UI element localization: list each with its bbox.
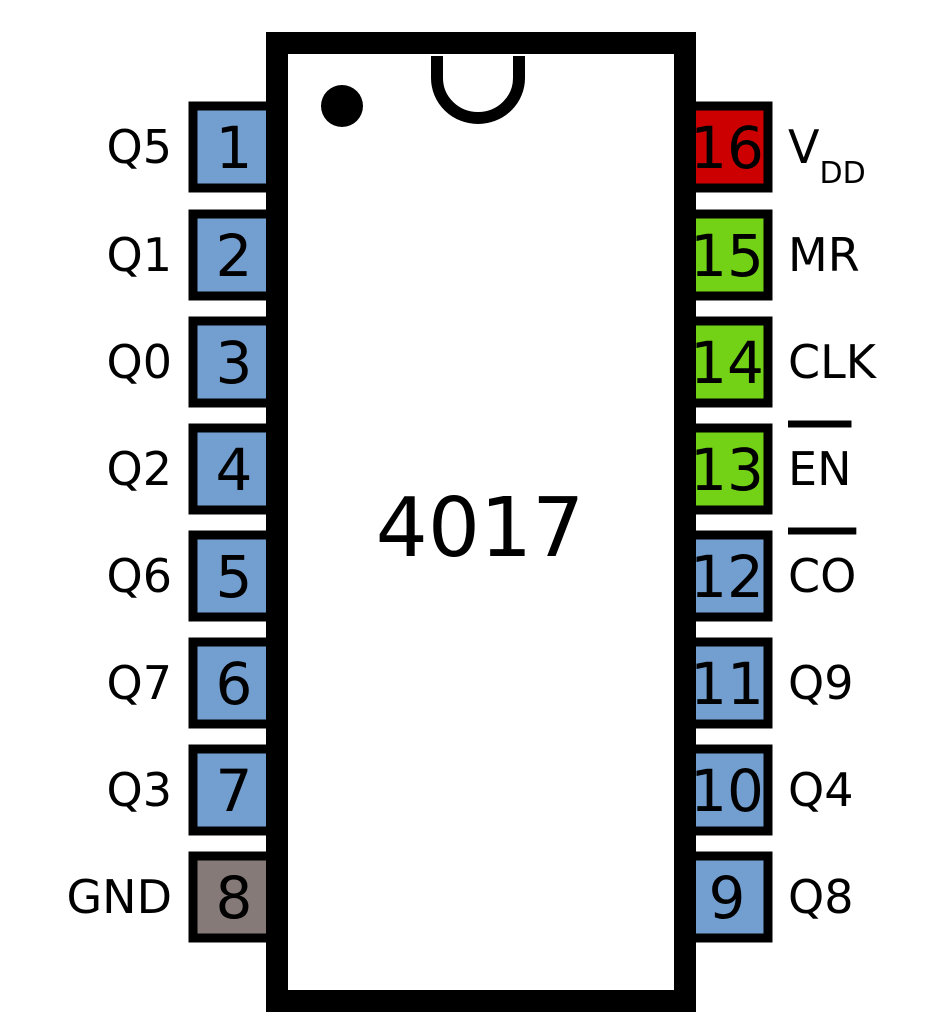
- pin-14-pad: [681, 316, 773, 408]
- pin-11: 11: [681, 637, 773, 729]
- pin-16-number: 16: [690, 114, 764, 182]
- pin-5-label: Q6: [107, 549, 172, 603]
- pin-8-label: GND: [67, 870, 172, 924]
- pin-16-label: VDD: [788, 120, 866, 191]
- pin-3-pad: [188, 316, 280, 408]
- pin-9-number: 9: [709, 864, 746, 932]
- pin-9-label: Q8: [788, 870, 853, 924]
- pin-13-label: EN: [788, 442, 851, 496]
- pin-6-label-text: Q7: [107, 656, 172, 710]
- pin-13-label-text: EN: [788, 442, 851, 496]
- pin-15: 15: [681, 209, 773, 301]
- pin-12-pad: [681, 530, 773, 622]
- pin-8-number: 8: [216, 864, 253, 932]
- pin-3: 3: [188, 316, 280, 408]
- pin-12-number: 12: [690, 543, 764, 611]
- pin-13-pad: [681, 423, 773, 515]
- pin-4: 4: [188, 423, 280, 515]
- left-pin-column: 1 2 3 4 5 6 7 8: [188, 101, 280, 943]
- pin-1-pad: [188, 101, 280, 193]
- pin-8-label-text: GND: [67, 870, 172, 924]
- pin-2-number: 2: [216, 222, 253, 290]
- right-pin-column: 16 15 14 13 12 11 10 9: [681, 101, 773, 943]
- pin-13: 13: [681, 423, 773, 515]
- pin-6-label: Q7: [107, 656, 172, 710]
- pin-3-label-text: Q0: [107, 335, 172, 389]
- pin-7-label: Q3: [107, 763, 172, 817]
- pin-13-number: 13: [690, 436, 764, 504]
- pin-16-label-text: V: [788, 120, 820, 174]
- pin-14-label: CLK: [788, 335, 878, 389]
- pin-7: 7: [188, 744, 280, 836]
- pin-2-label-text: Q1: [107, 228, 172, 282]
- orientation-notch: [431, 56, 525, 124]
- pin-16: 16: [681, 101, 773, 193]
- pin-2-pad: [188, 209, 280, 301]
- pin-9-label-text: Q8: [788, 870, 853, 924]
- pin-15-label: MR: [788, 228, 860, 282]
- pin-9: 9: [681, 851, 773, 943]
- pin-11-label-text: Q9: [788, 656, 853, 710]
- pin-7-label-text: Q3: [107, 763, 172, 817]
- pin-15-number: 15: [690, 222, 764, 290]
- pin-14: 14: [681, 316, 773, 408]
- pin1-marker-dot: [321, 85, 363, 127]
- pin-14-label-text: CLK: [788, 335, 878, 389]
- chip-name: 4017: [376, 481, 585, 576]
- pin-3-label: Q0: [107, 335, 172, 389]
- pin-4-label-text: Q2: [107, 442, 172, 496]
- pin-11-number: 11: [690, 650, 764, 718]
- pin-8: 8: [188, 851, 280, 943]
- pin-6: 6: [188, 637, 280, 729]
- pin-12: 12: [681, 530, 773, 622]
- pin-10-label-text: Q4: [788, 763, 853, 817]
- pin-1: 1: [188, 101, 280, 193]
- pin-11-label: Q9: [788, 656, 853, 710]
- pin-10-label: Q4: [788, 763, 853, 817]
- pin-16-label-subscript: DD: [819, 156, 865, 191]
- pin-14-number: 14: [690, 329, 764, 397]
- pin-10-number: 10: [690, 757, 764, 825]
- pin-4-label: Q2: [107, 442, 172, 496]
- pin-15-label-text: MR: [788, 228, 860, 282]
- pin-5-label-text: Q6: [107, 549, 172, 603]
- chip-body: [266, 32, 696, 1012]
- pin-8-pad: [188, 851, 280, 943]
- pin-2-label: Q1: [107, 228, 172, 282]
- pin-7-number: 7: [216, 757, 253, 825]
- pin-1-number: 1: [216, 114, 253, 182]
- pin-12-label: CO: [788, 549, 856, 603]
- pin-1-label-text: Q5: [107, 120, 172, 174]
- pin-3-number: 3: [216, 329, 253, 397]
- pin-12-label-text: CO: [788, 549, 856, 603]
- pin-10: 10: [681, 744, 773, 836]
- pin-5-number: 5: [216, 543, 253, 611]
- pin-5-pad: [188, 530, 280, 622]
- pin-5: 5: [188, 530, 280, 622]
- pin-2: 2: [188, 209, 280, 301]
- pin-4-number: 4: [216, 436, 253, 504]
- pin-1-label: Q5: [107, 120, 172, 174]
- pin-6-number: 6: [216, 650, 253, 718]
